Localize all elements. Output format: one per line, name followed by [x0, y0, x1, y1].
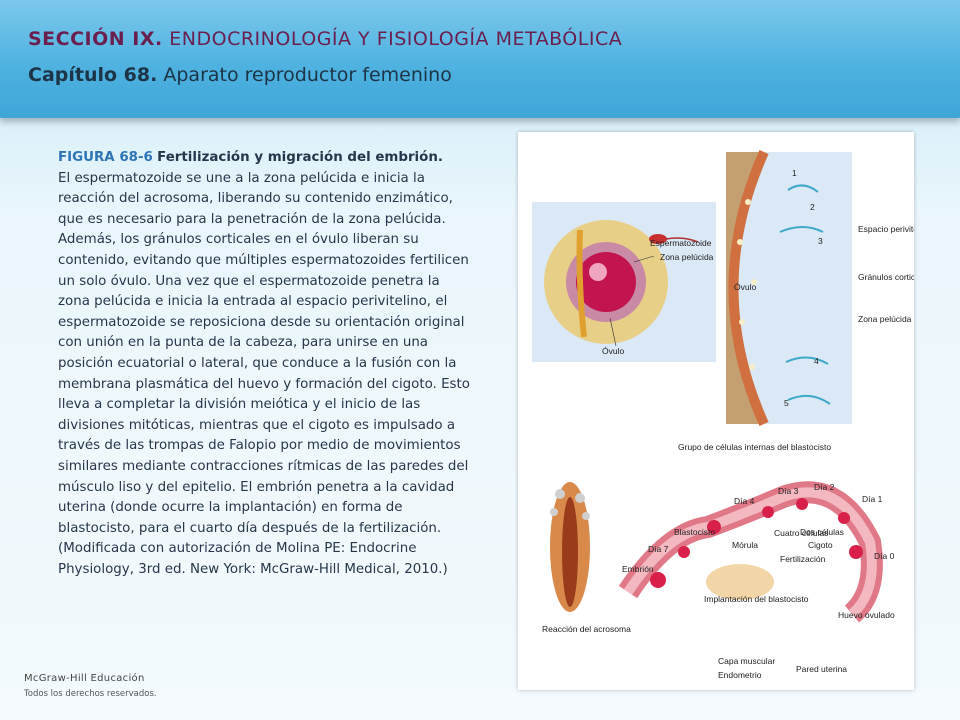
vesicle	[550, 508, 558, 516]
header-banner: SECCIÓN IX. ENDOCRINOLOGÍA Y FISIOLOGÍA …	[0, 0, 960, 118]
step-3: 3	[818, 236, 823, 246]
penetration-track	[576, 229, 587, 338]
footer-brand: McGraw-Hill Educación	[24, 673, 145, 684]
step-4: 4	[814, 356, 819, 366]
vesicle	[555, 489, 565, 499]
sperm-step-4	[785, 356, 829, 365]
zona-band-b	[728, 149, 769, 427]
figure-number: FIGURA 68-6	[58, 150, 153, 165]
sperm-tail-a	[665, 237, 699, 243]
ovum-nucleus	[589, 263, 607, 281]
label-dia-2: Día 2	[814, 482, 835, 492]
step-1: 1	[792, 168, 797, 178]
ovulated-egg	[849, 545, 863, 559]
stage-marker	[762, 506, 774, 518]
label-morula: Mórula	[732, 540, 758, 550]
step-2: 2	[810, 202, 815, 212]
label-inner-cells: Grupo de células internas del blastocist…	[678, 442, 831, 452]
label-embrion: Embrión	[622, 564, 654, 574]
label-four-cells: Cuatro células	[774, 528, 828, 538]
ovum-cytoplasm-b	[726, 152, 764, 424]
cortical-granule	[749, 364, 755, 370]
label-fertilizacion: Fertilización	[780, 554, 826, 564]
footer-rights: Todos los derechos reservados.	[24, 689, 157, 699]
acrosome-core	[562, 497, 578, 607]
pointer-zona-a	[633, 255, 655, 263]
embryo-marker	[650, 572, 666, 588]
label-espermatozoide: Espermatozoide	[650, 238, 712, 248]
stage-marker	[707, 520, 721, 534]
label-huevo-ovulado: Huevo ovulado	[838, 610, 895, 620]
sperm-step-1	[787, 184, 819, 193]
label-blastocisto: Blastocisto	[674, 527, 715, 537]
ovum-cell	[576, 252, 636, 312]
chapter-title: Capítulo 68. Aparato reproductor femenin…	[28, 64, 452, 86]
label-two-cells: Dos células	[800, 527, 844, 537]
cortical-granule	[739, 319, 745, 325]
stage-marker	[678, 546, 690, 558]
label-perivitelino: Espacio perivitelino	[858, 224, 914, 234]
cortical-granule	[737, 239, 743, 245]
section-title: SECCIÓN IX. ENDOCRINOLOGÍA Y FISIOLOGÍA …	[28, 28, 623, 50]
label-pared-uterina: Pared uterina	[796, 664, 847, 674]
label-implantacion: Implantación del blastocisto	[704, 594, 809, 604]
sperm-step-5	[787, 394, 831, 405]
step-5: 5	[784, 398, 789, 408]
label-zona-a: Zona pelúcida	[660, 252, 714, 262]
label-ovulo-b: Óvulo	[734, 282, 756, 292]
fertilization-diagram: Espermatozoide Zona pelúcida Óvulo 1 2 3…	[532, 149, 914, 680]
label-granulos: Gránulos corticales	[858, 272, 914, 282]
figure-caption: FIGURA 68-6 Fertilización y migración de…	[58, 148, 470, 580]
vesicle	[582, 512, 590, 520]
label-dia-7: Día 7	[648, 544, 669, 554]
label-ovulo-a: Óvulo	[602, 346, 624, 356]
oviduct-lumen	[623, 487, 877, 618]
vesicle	[575, 493, 585, 503]
cortical-granule	[745, 199, 751, 205]
pointer-ovulo-a	[609, 317, 617, 347]
figure-illustration: Espermatozoide Zona pelúcida Óvulo 1 2 3…	[518, 132, 914, 690]
stage-marker	[796, 498, 808, 510]
sperm-step-3	[779, 226, 824, 233]
label-endometrio: Endometrio	[718, 670, 762, 680]
stage-marker	[838, 512, 850, 524]
label-dia-1: Día 1	[862, 494, 883, 504]
label-cigoto: Cigoto	[808, 540, 833, 550]
caption-body: El espermatozoide se une a la zona pelúc…	[58, 170, 470, 577]
label-acrosoma: Reacción del acrosoma	[542, 624, 631, 634]
label-capa-muscular: Capa muscular	[718, 656, 775, 666]
label-dia-4: Día 4	[734, 496, 755, 506]
label-zona-b: Zona pelúcida	[858, 314, 912, 324]
sperm-head-a	[649, 234, 667, 244]
label-dia-0: Día 0	[874, 551, 895, 561]
cortical-granule	[751, 279, 757, 285]
label-dia-3: Día 3	[778, 486, 799, 496]
ovary	[706, 564, 774, 600]
figure-title: Fertilización y migración del embrión.	[157, 150, 443, 165]
